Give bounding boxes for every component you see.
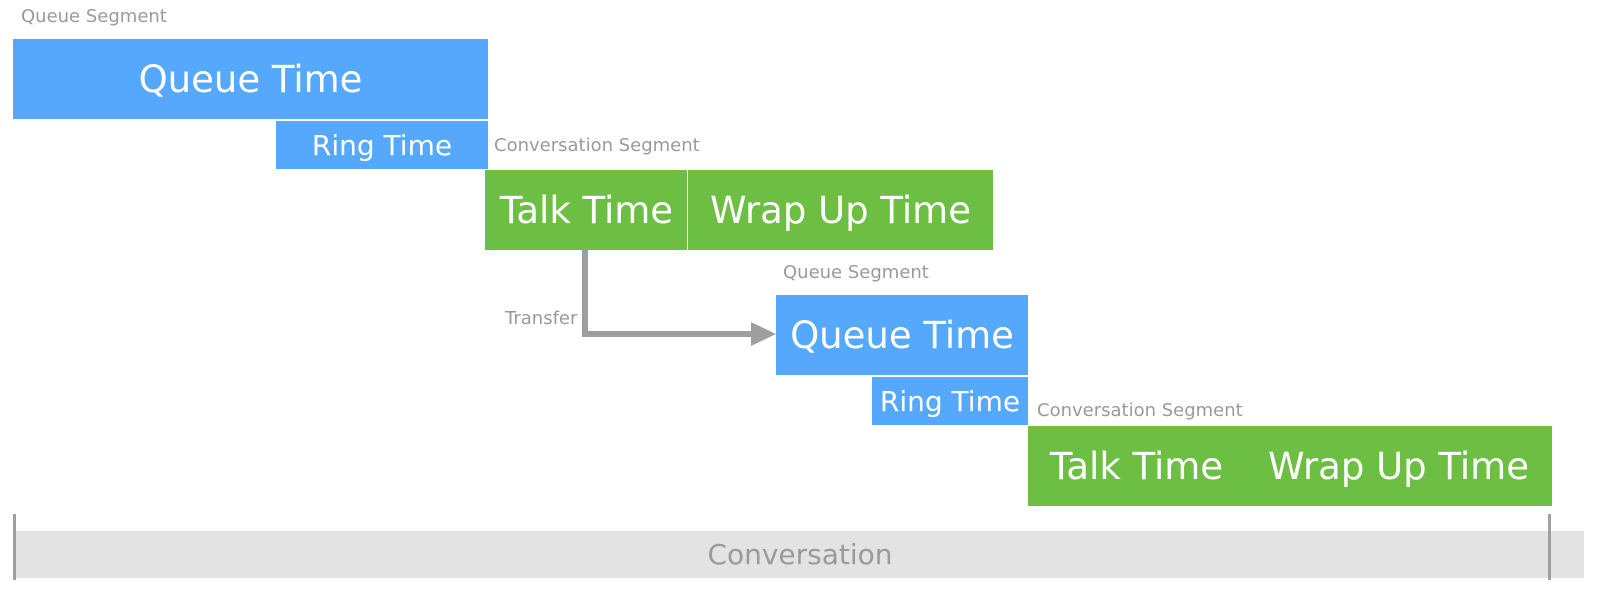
ring-time-block-2: Ring Time xyxy=(872,377,1028,425)
conversation-timeline-label: Conversation xyxy=(707,538,893,571)
ring-time-block-1: Ring Time xyxy=(276,121,488,169)
wrap-up-time-block-1: Wrap Up Time xyxy=(688,170,993,250)
queue-segment-label-1: Queue Segment xyxy=(21,6,167,27)
conversation-segment-label-1: Conversation Segment xyxy=(494,135,700,156)
timeline-start-tick xyxy=(13,514,16,580)
transfer-label: Transfer xyxy=(505,308,578,329)
conversation-timeline-bar: Conversation xyxy=(16,531,1584,578)
queue-time-block-2: Queue Time xyxy=(776,295,1028,375)
timeline-end-tick xyxy=(1548,514,1551,580)
block-divider xyxy=(687,170,688,250)
transfer-arrow-line xyxy=(582,250,755,337)
talk-time-block-1: Talk Time xyxy=(485,170,688,250)
conversation-segment-label-2: Conversation Segment xyxy=(1037,400,1243,421)
wrap-up-time-block-2: Wrap Up Time xyxy=(1245,426,1552,506)
transfer-arrow-head xyxy=(751,322,776,346)
queue-segment-label-2: Queue Segment xyxy=(783,262,929,283)
queue-time-block-1: Queue Time xyxy=(13,39,488,119)
talk-time-block-2: Talk Time xyxy=(1028,426,1245,506)
